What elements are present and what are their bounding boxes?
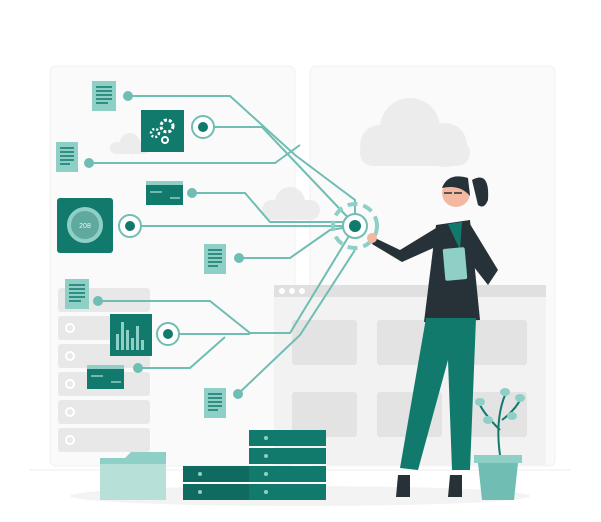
woman-figure	[367, 176, 498, 497]
central-hub-icon	[331, 202, 379, 250]
connection-lines	[89, 95, 356, 395]
potted-plant	[474, 388, 525, 500]
document-icons	[56, 81, 226, 418]
connection-nodes	[84, 91, 244, 399]
gauge-tile: 208	[57, 198, 113, 253]
target-node-icons	[118, 115, 215, 346]
cloud-icon	[110, 98, 470, 220]
folder-icon	[100, 452, 166, 500]
terminal-window-icon	[87, 181, 183, 389]
server-stack	[183, 430, 326, 500]
gauge-value: 208	[79, 223, 91, 230]
bar-chart-tile-icon	[110, 314, 152, 356]
settings-gear-icon	[141, 110, 184, 152]
